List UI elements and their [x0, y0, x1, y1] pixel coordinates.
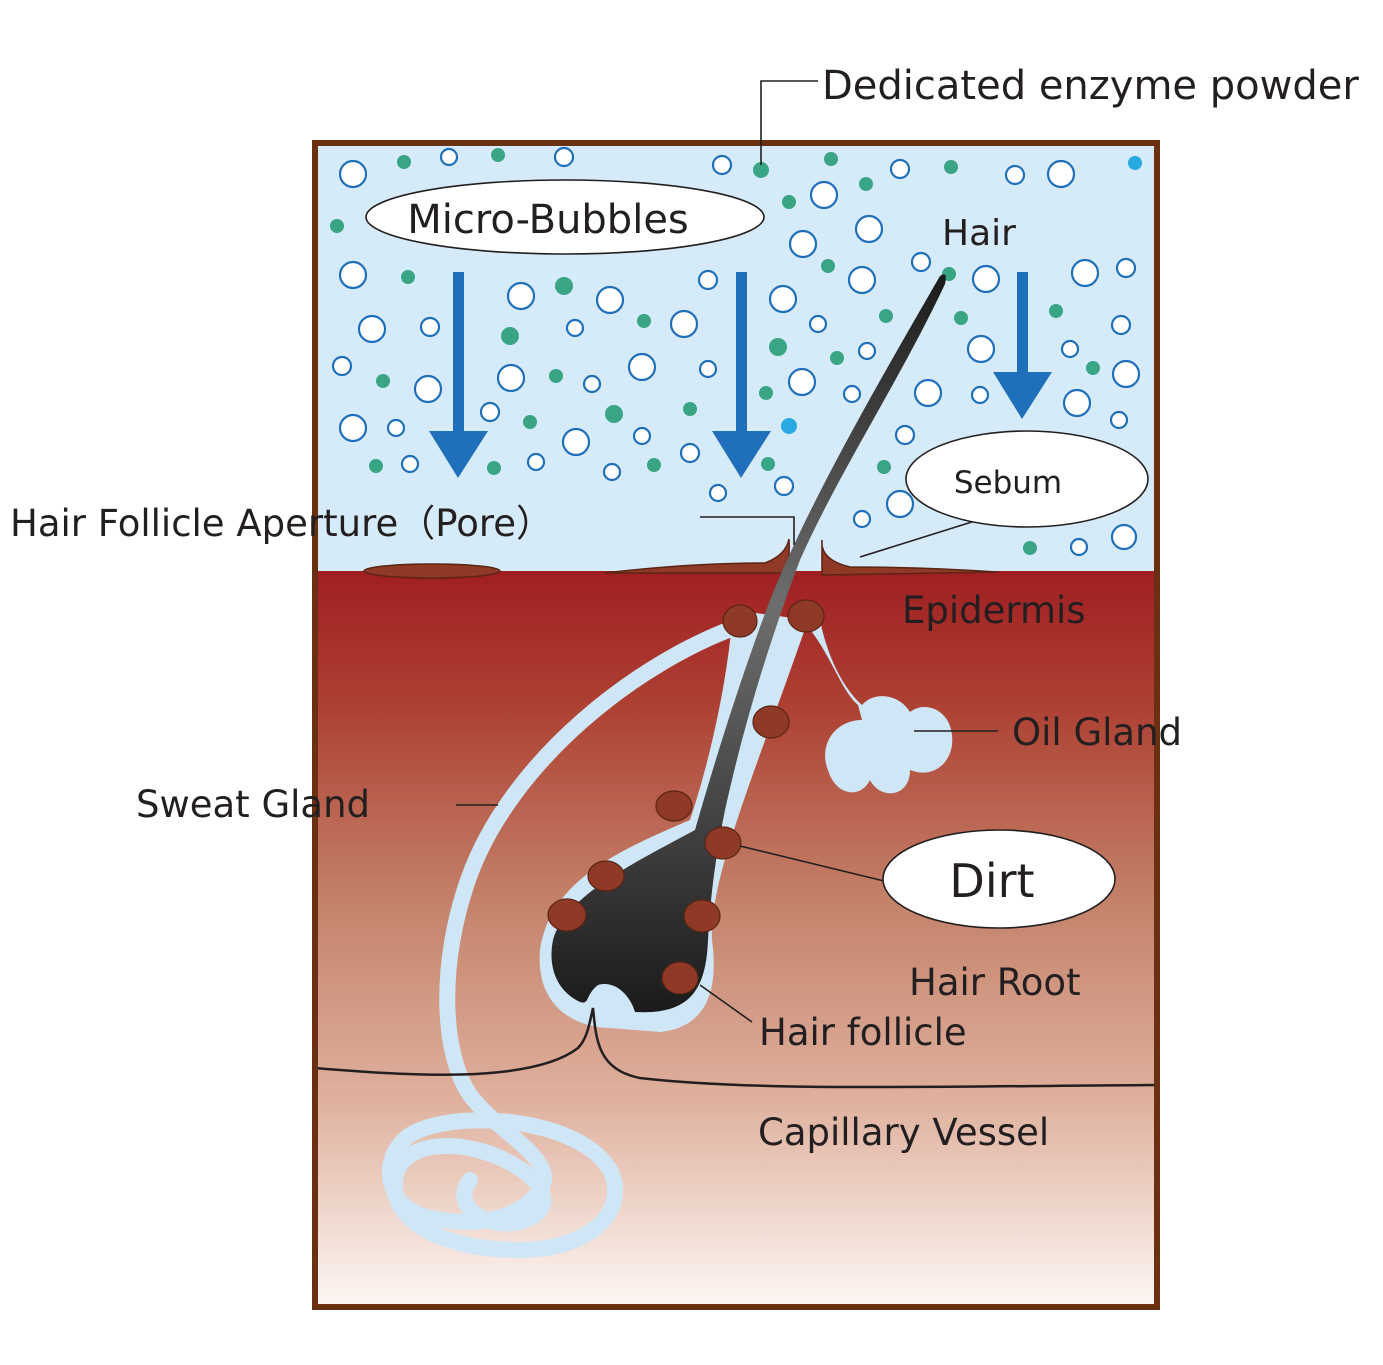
label-sweat-gland: Sweat Gland [136, 783, 370, 826]
microbubbles-callout [365, 179, 765, 255]
down-arrow-left-icon [429, 272, 488, 478]
sebum-deposits [363, 538, 999, 579]
sebum-callout [905, 430, 1149, 528]
label-micro-bubbles: Micro-Bubbles [407, 197, 689, 243]
micro-bubbles [331, 146, 1141, 557]
label-hair-follicle: Hair follicle [759, 1011, 967, 1054]
label-dirt: Dirt [949, 854, 1034, 908]
oil-gland [802, 620, 953, 794]
cyan-dots [781, 156, 1142, 434]
hair-strand [551, 274, 946, 1013]
diagram-frame [312, 140, 1160, 1310]
label-capillary-vessel: Capillary Vessel [758, 1111, 1049, 1154]
enzyme-powder-dots [330, 148, 1100, 555]
label-epidermis: Epidermis [902, 589, 1086, 632]
label-hair: Hair [942, 213, 1016, 254]
sweat-gland [382, 617, 750, 1258]
label-sebum: Sebum [954, 465, 1062, 501]
label-hair-root: Hair Root [909, 961, 1081, 1004]
dirt-callout [882, 829, 1116, 929]
label-enzyme-powder: Dedicated enzyme powder [822, 63, 1359, 109]
label-pore: Hair Follicle Aperture（Pore） [10, 502, 553, 545]
down-arrow-right-icon [993, 272, 1052, 419]
down-arrow-middle-icon [712, 272, 771, 478]
capillary-vessel-line [314, 1007, 1158, 1089]
leader-lines [456, 80, 998, 1023]
down-arrows [429, 272, 1052, 478]
dirt-particles [547, 599, 825, 995]
label-oil-gland: Oil Gland [1012, 711, 1182, 754]
